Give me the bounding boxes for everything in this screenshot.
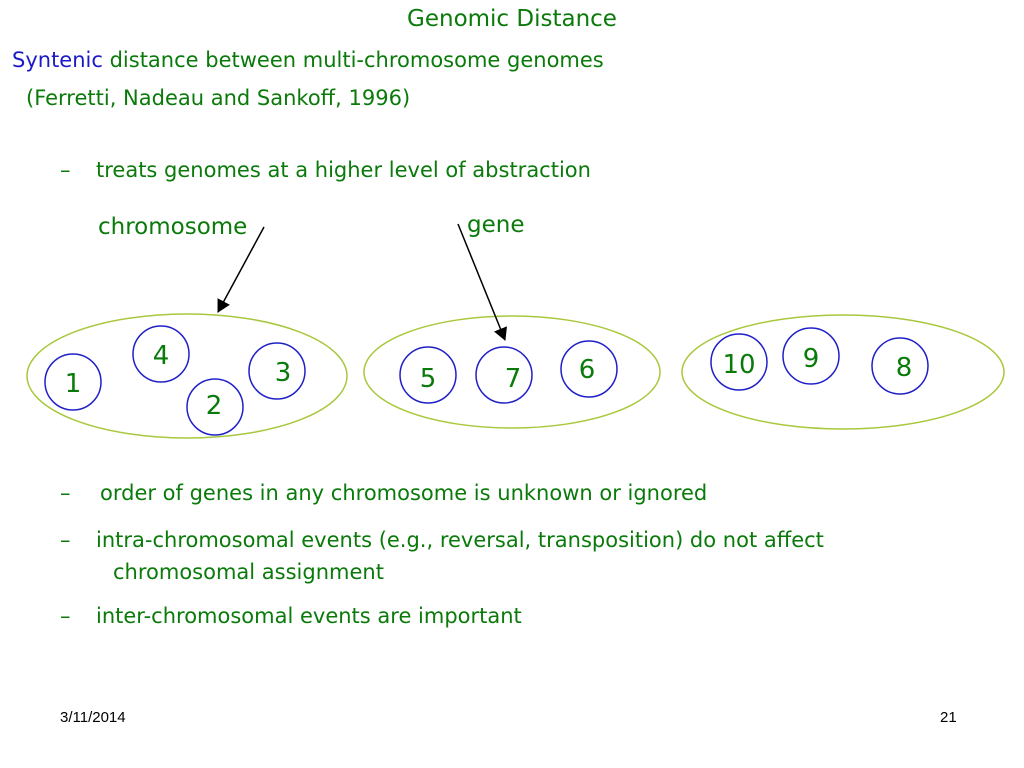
bullet-dash: – [60, 158, 71, 182]
gene-label: 5 [420, 364, 437, 394]
callout-chromosome-label: chromosome [98, 214, 248, 240]
gene-label: 8 [896, 353, 913, 383]
citation: (Ferretti, Nadeau and Sankoff, 1996) [26, 86, 411, 110]
subtitle: Syntenic distance between multi-chromoso… [12, 48, 604, 72]
gene-label: 7 [505, 364, 522, 394]
gene-node: 9 [782, 327, 840, 385]
bullet-text: treats genomes at a higher level of abst… [96, 158, 591, 182]
gene-node: 6 [560, 340, 618, 398]
chromosome-arrow [217, 226, 265, 313]
bullet-text: inter-chromosomal events are important [96, 604, 522, 628]
bullet-item: – intra-chromosomal events (e.g., reversa… [60, 528, 824, 552]
bullet-dash: – [60, 604, 71, 628]
gene-node: 2 [186, 378, 244, 436]
subtitle-text: distance between multi-chromosome genome… [102, 48, 604, 72]
bullet-item: – treats genomes at a higher level of abs… [60, 158, 591, 182]
gene-label: 4 [153, 341, 170, 371]
footer-date: 3/11/2014 [60, 709, 126, 726]
chromosome-ellipse [26, 313, 348, 439]
bullet-continuation: chromosomal assignment [113, 560, 384, 584]
chromosome-ellipse [363, 315, 661, 429]
gene-node: 10 [710, 333, 768, 391]
gene-arrow [457, 223, 507, 341]
bullet-text: order of genes in any chromosome is unkn… [100, 481, 708, 505]
gene-label: 10 [722, 350, 755, 380]
gene-node: 7 [475, 346, 533, 404]
gene-node: 5 [399, 346, 457, 404]
gene-label: 1 [65, 369, 82, 399]
bullet-item: – order of genes in any chromosome is unk… [60, 481, 707, 505]
bullet-item: – inter-chromosomal events are important [60, 604, 522, 628]
gene-node: 4 [132, 325, 190, 383]
callout-gene-label: gene [467, 212, 525, 238]
slide-title-text: Genomic Distance [407, 6, 617, 32]
bullet-dash: – [60, 528, 71, 552]
gene-label: 6 [579, 355, 596, 385]
subtitle-term: Syntenic [12, 48, 103, 72]
bullet-dash: – [60, 481, 71, 505]
slide-title: Genomic Distance [0, 6, 1024, 32]
gene-label: 2 [206, 391, 223, 421]
gene-node: 3 [248, 342, 306, 400]
gene-node: 8 [871, 337, 929, 395]
gene-label: 3 [275, 358, 292, 388]
gene-node: 1 [44, 353, 102, 411]
page-number: 21 [940, 709, 957, 726]
bullet-text: intra-chromosomal events (e.g., reversal… [96, 528, 824, 552]
chromosome-ellipse [681, 314, 1005, 430]
gene-label: 9 [803, 344, 820, 374]
